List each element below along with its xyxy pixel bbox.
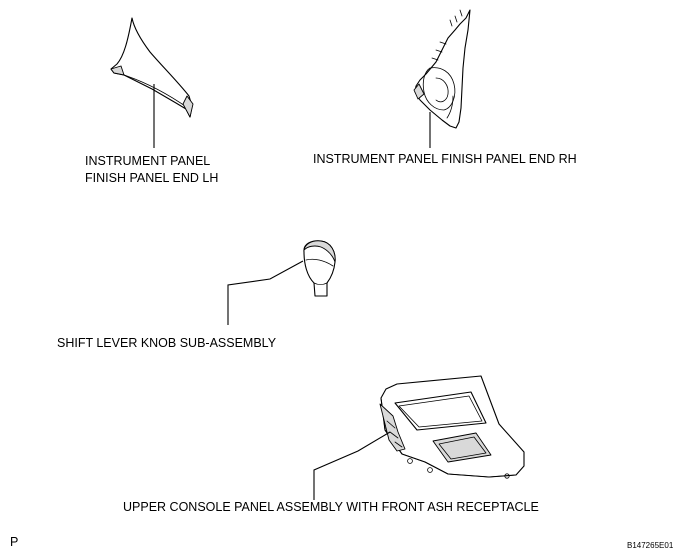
label-upper-console-panel: UPPER CONSOLE PANEL ASSEMBLY WITH FRONT … — [123, 500, 539, 514]
shift-lever-knob-part — [303, 240, 336, 297]
corner-mark: P — [10, 535, 18, 549]
label-finish-panel-end-lh-line1: INSTRUMENT PANEL — [85, 154, 210, 168]
figure-code: B147265E01 — [627, 541, 674, 550]
finish-panel-end-rh-part — [413, 9, 471, 129]
label-finish-panel-end-lh-line2: FINISH PANEL END LH — [85, 171, 218, 185]
finish-panel-end-lh-part — [110, 17, 194, 118]
label-shift-lever-knob: SHIFT LEVER KNOB SUB-ASSEMBLY — [57, 336, 277, 350]
label-finish-panel-end-rh: INSTRUMENT PANEL FINISH PANEL END RH — [313, 152, 577, 166]
leader-line-console — [313, 431, 391, 500]
upper-console-panel-part — [379, 375, 525, 479]
leader-line-knob — [227, 260, 304, 325]
